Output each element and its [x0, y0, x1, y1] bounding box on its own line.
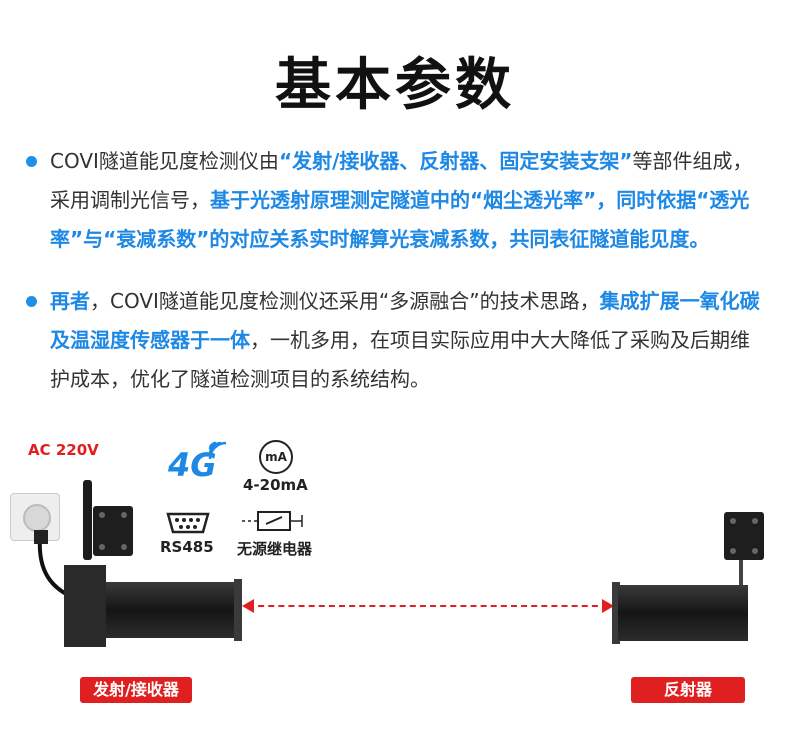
antenna-icon	[83, 480, 92, 560]
light-path-line	[248, 605, 608, 607]
bullet-dot-icon	[26, 156, 37, 167]
transceiver-tag: 发射/接收器	[80, 677, 192, 703]
mounting-bracket-left-icon	[93, 506, 133, 556]
relay-icon	[242, 511, 303, 531]
arrow-right-icon	[602, 599, 614, 613]
transceiver-body-icon	[64, 565, 106, 647]
description-paragraph-2: 再者，COVI隧道能见度检测仪还采用“多源融合”的技术思路，集成扩展一氧化碳及温…	[26, 282, 765, 399]
ma-output-label: 4-20mA	[243, 476, 308, 494]
reflector-post-icon	[739, 560, 743, 588]
description-paragraph-1: COVI隧道能见度检测仪由“发射/接收器、反射器、固定安装支架”等部件组成，采用…	[26, 142, 765, 259]
p1-highlight-2: 基于光透射原理测定隧道中的“烟尘透光率”，同时依据“透光率”与“衰减系数”的对应…	[50, 188, 750, 251]
bullet-dot-icon	[26, 296, 37, 307]
ma-icon: mA	[259, 440, 293, 474]
reflector-tag: 反射器	[631, 677, 745, 703]
p1-text-1: COVI隧道能见度检测仪由	[50, 149, 279, 173]
4g-icon: 4G	[168, 446, 217, 484]
arrow-left-icon	[242, 599, 254, 613]
reflector-cap-icon	[612, 582, 620, 644]
rs485-connector-icon	[166, 512, 210, 534]
reflector-tube-icon	[618, 585, 748, 641]
mounting-bracket-right-icon	[724, 512, 764, 560]
page-title: 基本参数	[275, 53, 515, 118]
p1-highlight-1: “发射/接收器、反射器、固定安装支架”	[278, 149, 633, 173]
p2-highlight-2: 集成扩展一氧化碳及温湿度传感器于一体	[50, 289, 760, 352]
relay-label: 无源继电器	[237, 540, 313, 558]
rs485-label: RS485	[160, 538, 214, 556]
p2-text-1: ，COVI隧道能见度检测仪还采用“多源融合”的技术思路，	[90, 289, 600, 313]
power-socket-icon	[10, 493, 60, 541]
power-label: AC 220V	[28, 441, 99, 459]
signal-icon	[208, 441, 227, 460]
transceiver-lens-cap-icon	[234, 579, 242, 641]
p2-highlight-1: 再者	[50, 289, 90, 313]
p1-text-2: 等部件组成，采用调制光信号，	[50, 149, 753, 212]
transceiver-tube-icon	[106, 582, 240, 638]
p2-text-2: ，一机多用，在项目实际应用中大大降低了采购及后期维护成本，优化了隧道检测项目的系…	[50, 328, 750, 391]
